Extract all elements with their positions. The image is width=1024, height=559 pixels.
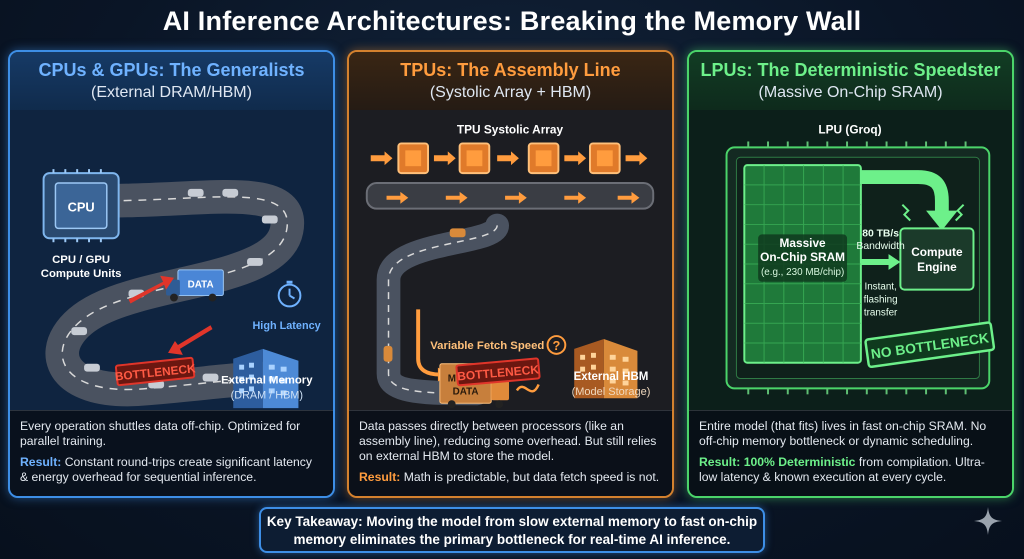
sram-label-1: Massive [780, 236, 827, 250]
lpu-result-text: from compilation. Ultra-low latency & kn… [699, 455, 985, 484]
truck-data-label: DATA [188, 280, 214, 291]
cpu-result: Result: Constant round-trips create sign… [20, 455, 323, 485]
compute-engine-label-2: Engine [917, 260, 957, 274]
cpu-bottleneck-badge: BOTTLENECK [114, 356, 197, 387]
round-trip-arrows-icon [128, 275, 213, 355]
lpu-result: Result: 100% Deterministic from compilat… [699, 455, 1002, 485]
compute-units-label-1: CPU / GPU [52, 254, 110, 266]
transfer-label-1: Instant, [864, 282, 896, 293]
high-latency-label: High Latency [252, 320, 320, 332]
tpu-result: Result: Math is predictable, but data fe… [359, 470, 662, 485]
transfer-label-3: transfer [864, 307, 898, 318]
data-truck-icon [166, 269, 224, 302]
external-hbm-label-2: (Model Storage) [572, 386, 651, 398]
tpu-panel: TPUs: The Assembly Line (Systolic Array … [347, 50, 674, 498]
cpu-chip-icon [42, 169, 120, 243]
lpu-panel-header: LPUs: The Deterministic Speedster (Massi… [689, 52, 1012, 110]
takeaway-line-2: memory eliminates the primary bottleneck… [293, 532, 731, 547]
lpu-chip-label: LPU (Groq) [818, 123, 881, 137]
tpu-illustration: TPU Systolic Array [365, 123, 655, 409]
sram-label-3: (e.g., 230 MB/chip) [761, 267, 844, 278]
external-memory-label-2: (DRAM / HBM) [231, 389, 303, 401]
bandwidth-label-1: 80 TB/s [862, 228, 899, 239]
cpu-result-text: Constant round-trips create significant … [20, 455, 312, 484]
sram-label-2: On-Chip SRAM [760, 250, 845, 264]
cpu-panel-title: CPUs & GPUs: The Generalists [38, 60, 305, 80]
road-cars [71, 188, 278, 389]
spark-icon [901, 203, 965, 222]
flow-arrows-icon [370, 151, 648, 166]
tpu-result-label: Result: [359, 470, 401, 484]
tpu-result-text: Math is predictable, but data fetch spee… [403, 470, 660, 484]
truck-data-label: DATA [453, 386, 479, 397]
compute-units-label-2: Compute Units [41, 268, 122, 280]
fetch-speed-label: Variable Fetch Speed [430, 340, 544, 352]
bandwidth-arrow-top [860, 170, 949, 215]
bandwidth-label-2: Bandwidth [856, 241, 905, 252]
tpu-description: Data passes directly between processors … [349, 410, 672, 496]
cpu-panel-header: CPUs & GPUs: The Generalists (External D… [10, 52, 333, 110]
takeaway-line-1: Key Takeaway: Moving the model from slow… [266, 514, 758, 529]
question-icon: ? [546, 335, 567, 355]
lpu-description: Entire model (that fits) lives in fast o… [689, 410, 1012, 496]
sparkle-icon [974, 507, 1002, 535]
cpu-result-label: Result: [20, 455, 62, 469]
page-title: AI Inference Architectures: Breaking the… [162, 6, 862, 36]
svg-text:?: ? [553, 338, 561, 353]
lpu-panel: LPUs: The Deterministic Speedster (Massi… [687, 50, 1014, 498]
cpu-chip-label: CPU [68, 200, 95, 215]
cpu-panel-subtitle: (External DRAM/HBM) [91, 84, 252, 101]
stopwatch-icon [277, 280, 302, 308]
external-hbm-label-1: External HBM [574, 371, 649, 383]
tpu-lower-labels: BOTTLENECK External HBM (Model Storage) [455, 357, 651, 398]
tpu-panel-subtitle: (Systolic Array + HBM) [429, 84, 592, 101]
lpu-illustration: LPU (Groq) Massive On-Chip SRAM (e.g., 2… [725, 123, 996, 395]
lpu-result-label: Result: 100% Deterministic [699, 455, 856, 469]
cpu-illustration: CPU CPU / GPU Compute Units DATA High La… [41, 169, 321, 409]
external-memory-label-1: External Memory [221, 374, 313, 386]
systolic-array-label: TPU Systolic Array [457, 123, 564, 137]
tpu-desc-text: Data passes directly between processors … [359, 419, 657, 463]
cpu-gpu-panel: CPUs & GPUs: The Generalists (External D… [8, 50, 335, 498]
key-takeaway-box: Key Takeaway: Moving the model from slow… [259, 507, 765, 553]
cpu-description: Every operation shuttles data off-chip. … [10, 410, 333, 496]
tpu-bottleneck-badge: BOTTLENECK [455, 357, 541, 387]
external-hbm-building-icon [574, 339, 638, 399]
wavy-fetch-arrow [515, 383, 540, 393]
cpu-desc-text: Every operation shuttles data off-chip. … [20, 419, 301, 448]
tpu-panel-title: TPUs: The Assembly Line [400, 60, 621, 80]
compute-engine-box [899, 227, 975, 291]
lpu-desc-text: Entire model (that fits) lives in fast o… [699, 419, 987, 448]
external-memory-building-icon [233, 348, 299, 409]
conveyor-belt [365, 181, 655, 210]
systolic-processor-icons [397, 142, 621, 175]
lpu-panel-subtitle: (Massive On-Chip SRAM) [758, 84, 943, 101]
compute-engine-label-1: Compute [911, 245, 963, 259]
lpu-panel-title: LPUs: The Deterministic Speedster [700, 60, 1001, 80]
tpu-panel-header: TPUs: The Assembly Line (Systolic Array … [349, 52, 672, 110]
transfer-label-2: flashing [864, 294, 898, 305]
